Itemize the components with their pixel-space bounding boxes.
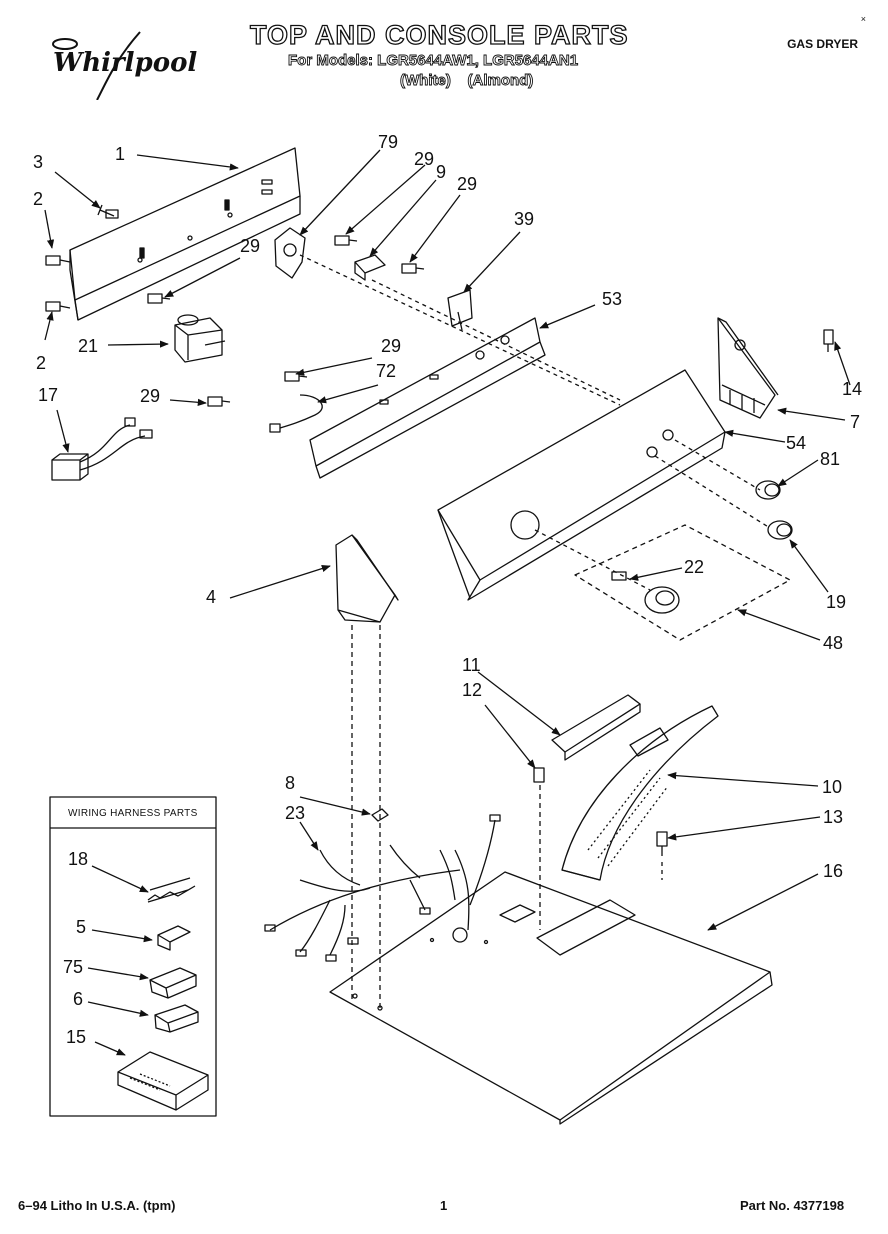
console-panel-part	[437, 369, 726, 601]
clip-part	[371, 808, 389, 822]
callout-14: 14	[842, 379, 863, 399]
screw-part	[45, 301, 71, 312]
callout-6: 6	[73, 989, 84, 1009]
connector-block-part	[117, 1051, 209, 1111]
brand-wordmark: Whirlpool	[53, 48, 198, 78]
screw-part	[207, 396, 231, 407]
screw-part	[284, 371, 308, 382]
callout-29: 29	[240, 236, 261, 256]
console-region-outline	[574, 524, 791, 641]
callout-22: 22	[684, 557, 705, 577]
callout-9: 9	[436, 162, 447, 182]
callout-23: 23	[285, 803, 306, 823]
logo-swoosh-icon	[52, 31, 141, 100]
clip-part	[354, 254, 386, 281]
screw-part	[823, 329, 834, 352]
callout-21: 21	[78, 336, 99, 356]
callout-11: 11	[462, 655, 481, 675]
lint-screen-part	[551, 694, 641, 761]
callout-2: 2	[33, 189, 44, 209]
wire-harness-part	[51, 417, 153, 481]
wiring-harness-inset	[49, 796, 217, 1117]
variants-line: (White) (Almond)	[400, 72, 534, 90]
callout-15: 15	[66, 1027, 87, 1047]
connector-part	[157, 925, 191, 951]
screw-part	[533, 767, 545, 783]
inset-title: WIRING HARNESS PARTS	[68, 808, 198, 819]
screw-part	[401, 263, 425, 274]
callout-75: 75	[63, 957, 84, 977]
screw-part	[656, 831, 668, 856]
rear-control-panel-part	[69, 147, 301, 321]
wire-lead-part	[269, 394, 323, 433]
callout-79: 79	[378, 132, 399, 152]
switch-part	[447, 289, 473, 331]
callout-3: 3	[33, 152, 44, 172]
lint-duct-part	[561, 705, 719, 881]
callout-72: 72	[376, 361, 397, 381]
connector-part	[149, 967, 197, 999]
callout-39: 39	[514, 209, 535, 229]
callout-10: 10	[822, 777, 843, 797]
clip-part	[611, 571, 627, 581]
footer-print-info: 6–94 Litho In U.S.A. (tpm)	[18, 1198, 176, 1213]
timer-knob-part	[644, 586, 680, 614]
callout-16: 16	[823, 861, 844, 881]
screw-part	[334, 235, 358, 246]
callout-53: 53	[602, 289, 623, 309]
callout-8: 8	[285, 773, 296, 793]
screw-part	[45, 255, 71, 266]
callout-18: 18	[68, 849, 89, 869]
connector-part	[154, 1004, 199, 1033]
product-type: GAS DRYER	[787, 37, 858, 51]
terminal-part	[147, 877, 191, 903]
screw-part	[147, 293, 171, 304]
callout-1: 1	[115, 144, 126, 164]
callout-29: 29	[381, 336, 402, 356]
screw-part	[97, 204, 119, 219]
part-number: Part No. 4377198	[740, 1198, 845, 1213]
callout-54: 54	[786, 433, 807, 453]
callout-12: 12	[462, 680, 483, 700]
callout-81: 81	[820, 449, 841, 469]
timer-part	[174, 314, 226, 363]
callout-29: 29	[457, 174, 478, 194]
models-line: For Models: LGR5644AW1, LGR5644AN1	[288, 52, 579, 70]
callout-13: 13	[823, 807, 844, 827]
callout-29: 29	[414, 149, 435, 169]
console-end-cap-part	[717, 317, 779, 419]
callout-19: 19	[826, 592, 847, 612]
page-number: 1	[440, 1198, 448, 1213]
whirlpool-logo: Whirlpool	[45, 30, 198, 100]
leader-lines	[44, 149, 851, 931]
callout-29: 29	[140, 386, 161, 406]
callout-7: 7	[850, 412, 861, 432]
main-wire-harness-part	[264, 814, 501, 962]
timer-knob-bracket-part	[274, 227, 306, 279]
console-left-end-cap-part	[335, 534, 399, 623]
corner-mark: ×	[860, 14, 866, 24]
dryer-top-panel-part	[329, 871, 773, 1125]
callout-48: 48	[823, 633, 844, 653]
callout-5: 5	[76, 917, 87, 937]
knob-part	[767, 520, 793, 540]
knob-part	[755, 480, 781, 500]
callout-4: 4	[206, 587, 217, 607]
callout-17: 17	[38, 385, 59, 405]
console-bracket-part	[309, 317, 546, 479]
page-title: TOP AND CONSOLE PARTS	[249, 19, 629, 50]
callout-2: 2	[36, 353, 47, 373]
